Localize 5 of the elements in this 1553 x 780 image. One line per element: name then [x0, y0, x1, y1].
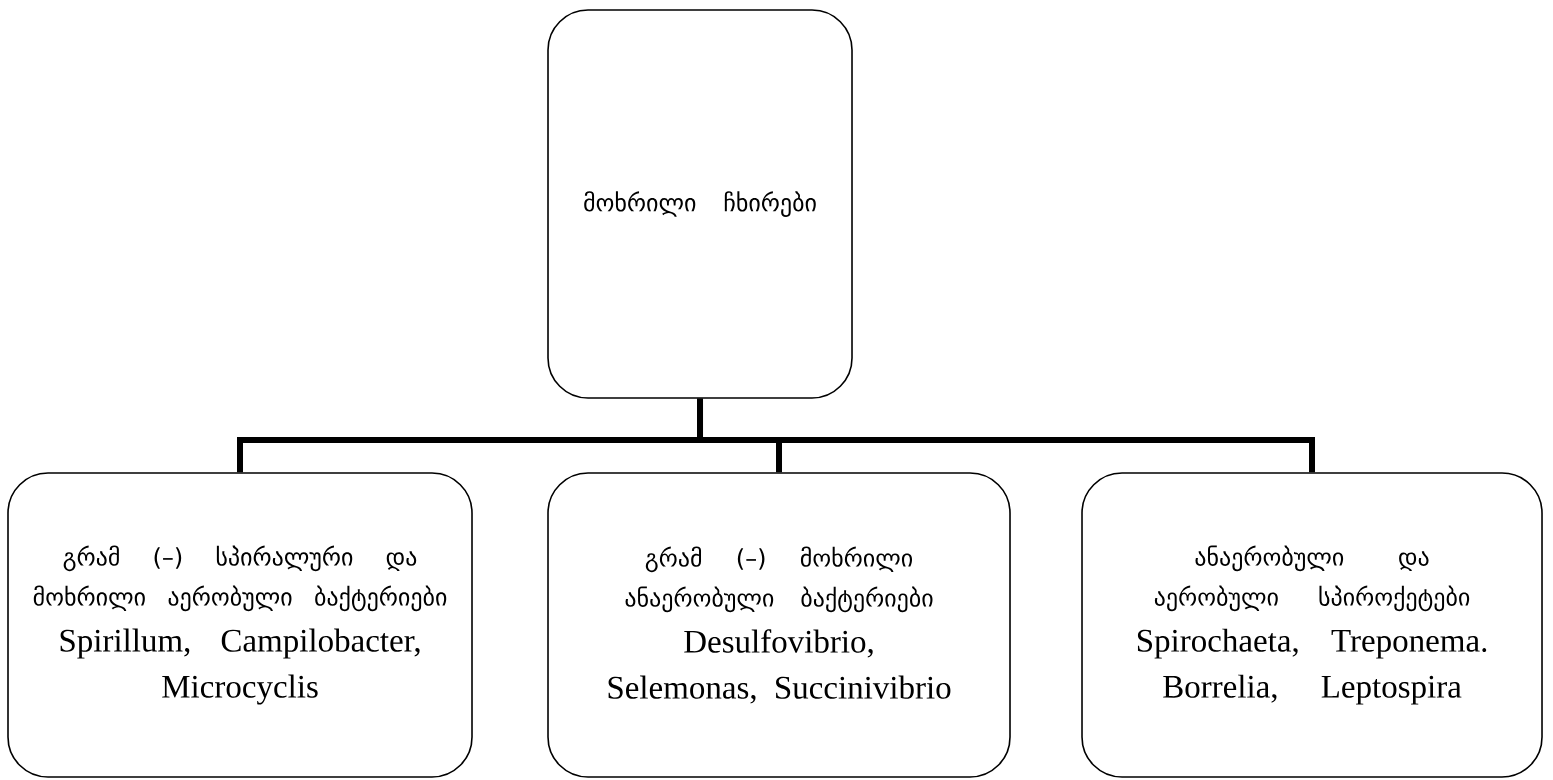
rounded-box: გრამ (–) მოხრილი ანაერობული ბაქტერიები Desulfovibrio, Selemonas, Succinivibrio [547, 472, 1011, 778]
rounded-box: გრამ (–) სპირალური და მოხრილი აერობული ბაქტერიები Spirillum, Campilobacter, Microcyclis [7, 472, 473, 778]
rounded-box: ანაერობული და აერობული სპიროქეტები Spirochaeta, Treponema. Borrelia, Leptospira [1081, 472, 1543, 778]
rounded-box: მოხრილი ჩხირები [547, 9, 853, 399]
connector-line [697, 398, 1315, 473]
